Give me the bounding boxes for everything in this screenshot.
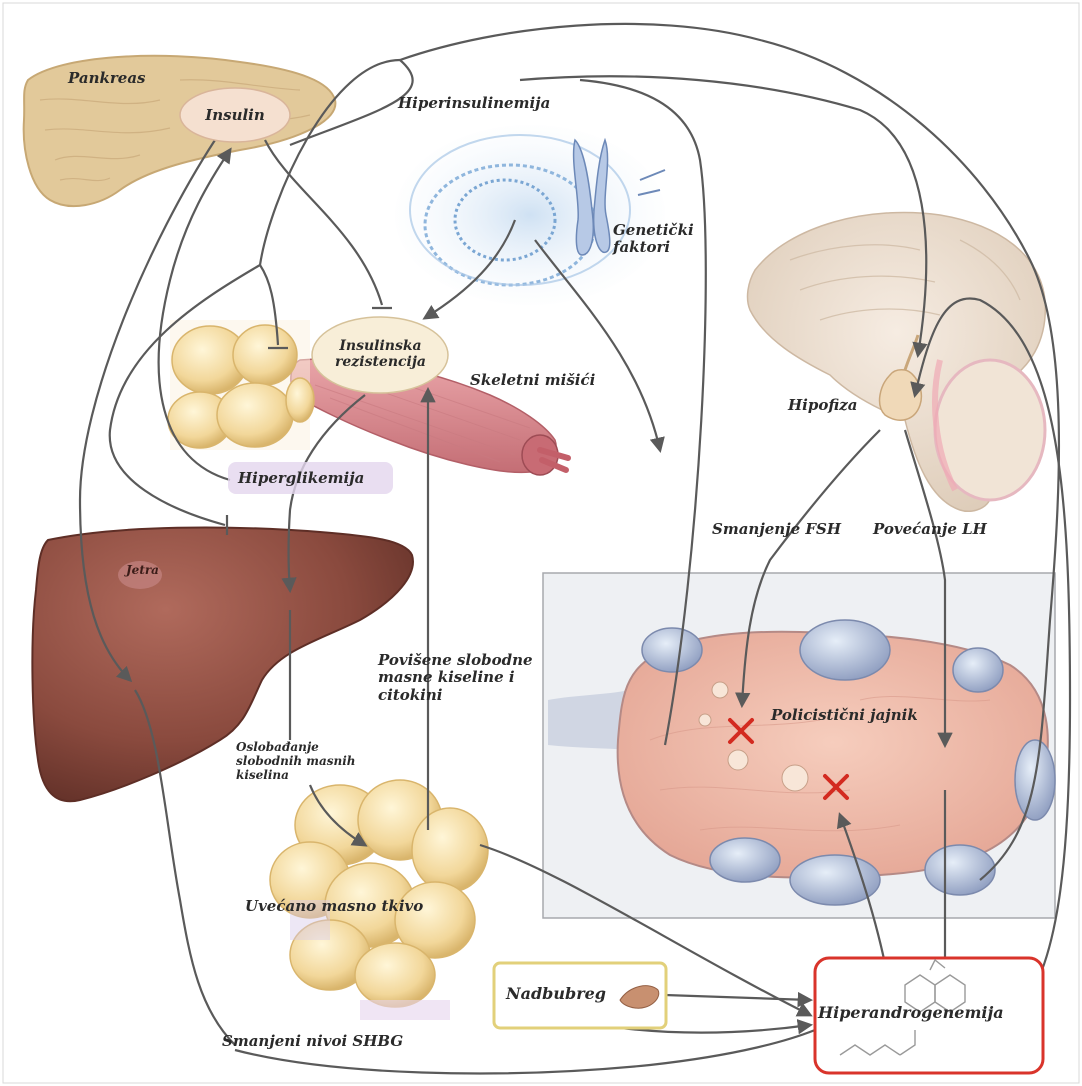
insulin-inhibits-resistance-arrow xyxy=(265,140,382,305)
adrenal-to-hyperandrogen-arrow xyxy=(665,995,810,1000)
fsh-decrease-label: Smanjenje FSH xyxy=(712,521,841,538)
fatty-acid-release-label: Oslobađanje slobodnih masnih kiselina xyxy=(236,741,356,782)
skeletal-muscle-label: Skeletni mišići xyxy=(470,372,595,389)
elevated-fatty-acids-label: Povišene slobodne masne kiseline i citok… xyxy=(378,652,533,704)
hyperinsulinemia-label: Hiperinsulinemija xyxy=(398,95,550,112)
insulin-label: Insulin xyxy=(180,100,290,130)
enlarged-fat-tissue-label: Uvećano masno tkivo xyxy=(245,898,423,915)
liver-illustration xyxy=(32,527,413,801)
hyperandrogenemia-label: Hiperandrogenemija xyxy=(818,1004,1004,1022)
dna-illustration xyxy=(395,125,665,305)
fat-cells-illustration xyxy=(168,320,314,450)
insulin-resistance-label: Insulinska rezistencija xyxy=(318,330,443,378)
pancreas-label: Pankreas xyxy=(68,70,146,87)
lh-increase-label: Povećanje LH xyxy=(873,521,987,538)
brain-illustration xyxy=(748,212,1046,511)
pituitary-label: Hipofiza xyxy=(788,397,858,414)
adrenal-label: Nadbubreg xyxy=(506,985,606,1003)
hyperglycemia-label: Hiperglikemija xyxy=(238,470,364,487)
liver-label: Jetra xyxy=(126,564,159,578)
reduced-shbg-label: Smanjeni nivoi SHBG xyxy=(222,1033,403,1050)
genetic-factors-label: Genetički faktori xyxy=(613,222,694,257)
polycystic-ovary-label: Policistični jajnik xyxy=(771,707,918,724)
